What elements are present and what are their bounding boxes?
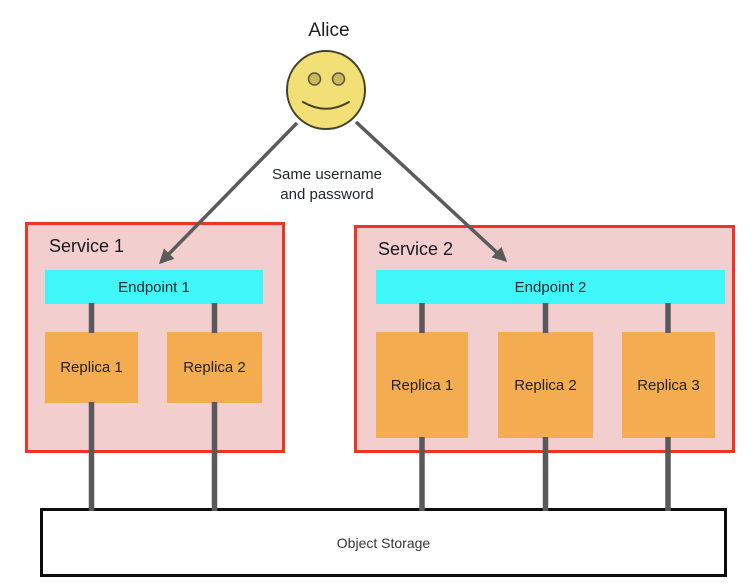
endpoint-2-bar: Endpoint 2 (376, 270, 725, 304)
object-storage-box: Object Storage (40, 508, 727, 577)
smiley-left-eye (307, 72, 322, 86)
smiley-right-eye (331, 72, 346, 86)
note-same-credentials: Same username and password (271, 166, 383, 203)
service-1-replica-1-box: Replica 1 (45, 332, 138, 403)
service-2-replica-1-label: Replica 1 (390, 376, 454, 394)
service-1-replica-1-label: Replica 1 (60, 359, 123, 376)
service-2-replica-2-box: Replica 2 (498, 332, 593, 438)
smiley-mouth (302, 101, 350, 110)
alice-title: Alice (308, 20, 350, 41)
service-2-replica-2-label: Replica 2 (514, 376, 577, 394)
endpoint-1-label: Endpoint 1 (118, 278, 190, 296)
service-1-replica-2-box: Replica 2 (167, 332, 262, 403)
endpoint-2-label: Endpoint 2 (514, 278, 587, 296)
service-1-replica-2-label: Replica 2 (183, 359, 246, 376)
smiley-face-icon (286, 50, 366, 130)
service-2-label: Service 2 (378, 239, 454, 259)
service-2-replica-1-box: Replica 1 (376, 332, 468, 438)
service-2-replica-3-box: Replica 3 (622, 332, 715, 438)
service-2-replica-3-label: Replica 3 (637, 376, 700, 394)
endpoint-1-bar: Endpoint 1 (45, 270, 263, 304)
service-1-label: Service 1 (49, 236, 125, 256)
object-storage-label: Object Storage (336, 534, 431, 551)
